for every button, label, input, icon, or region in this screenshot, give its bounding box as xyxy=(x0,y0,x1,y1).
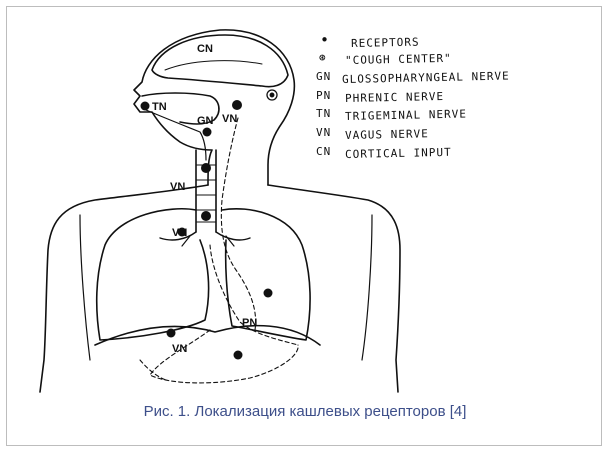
label-vn-mid: VN xyxy=(170,181,185,193)
cough-center-legend-icon: ⊛ xyxy=(319,51,327,64)
receptor-markers xyxy=(140,100,273,360)
phrenic-path xyxy=(209,244,299,346)
brain-outline xyxy=(151,34,289,88)
respiratory-diagram: CN TN GN VN VN VN PN VN xyxy=(39,29,401,393)
trachea xyxy=(195,149,217,233)
legend-abbr: CN xyxy=(316,145,332,158)
receptor-larynx xyxy=(202,127,212,137)
label-vn-abdomen: VN xyxy=(172,343,187,355)
torso-right xyxy=(267,184,401,393)
cough-center-icon xyxy=(266,89,278,101)
head-outline xyxy=(133,29,296,186)
receptor-trachea-upper xyxy=(201,163,211,173)
receptor-dot-icon: • xyxy=(320,31,331,49)
legend-abbr: TN xyxy=(316,107,332,120)
vagus-path xyxy=(220,117,257,331)
legend-text: "COUGH CENTER" xyxy=(344,51,452,67)
lung-left xyxy=(95,207,210,341)
label-pn: PN xyxy=(242,317,257,329)
label-cn: CN xyxy=(197,43,213,55)
legend-text: CORTICAL INPUT xyxy=(344,145,452,161)
torso-left xyxy=(39,184,209,393)
nasal-cavity xyxy=(141,92,220,125)
legend-text: TRIGEMINAL NERVE xyxy=(344,107,468,123)
legend-abbr: VN xyxy=(316,126,332,139)
receptor-trachea-lower xyxy=(201,211,211,221)
label-vn-lung: VN xyxy=(172,227,187,239)
figure-frame xyxy=(6,6,602,446)
receptor-abdomen-right xyxy=(233,350,243,360)
lung-right xyxy=(221,207,311,341)
receptor-pharynx xyxy=(232,100,242,110)
legend-text: VAGUS NERVE xyxy=(344,127,429,142)
receptor-abdomen-left xyxy=(166,328,176,338)
diaphragm xyxy=(94,324,321,346)
legend-abbr: PN xyxy=(316,89,332,102)
receptor-pleura xyxy=(263,288,273,298)
label-tn: TN xyxy=(152,101,167,113)
receptor-nose xyxy=(140,101,150,111)
label-vn-upper: VN xyxy=(222,113,237,125)
legend-text: PHRENIC NERVE xyxy=(344,89,445,105)
abdominal-path xyxy=(149,329,299,384)
label-gn: GN xyxy=(197,115,214,127)
receptor-lung-left xyxy=(177,227,187,237)
figure-caption: Рис. 1. Локализация кашлевых рецепторов … xyxy=(143,403,467,420)
legend-abbr: GN xyxy=(316,70,332,83)
legend-text: RECEPTORS xyxy=(350,35,420,50)
